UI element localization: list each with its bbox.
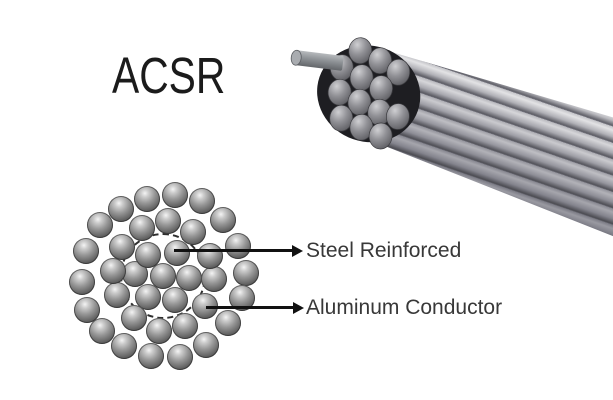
strand-sphere [135, 283, 162, 310]
strand-sphere [193, 332, 220, 359]
strand-sphere [145, 317, 172, 344]
strand-sphere [232, 259, 259, 286]
strand-sphere [120, 304, 147, 331]
strand-sphere [180, 218, 207, 245]
steel-core-end-cap [290, 49, 302, 66]
strand-sphere [72, 237, 99, 264]
strand-end [368, 122, 393, 150]
strand-end [386, 103, 410, 130]
strand-sphere [214, 309, 241, 336]
strand-sphere [224, 233, 251, 260]
strand-sphere [210, 207, 237, 234]
strand-sphere [201, 266, 228, 293]
strand-sphere [150, 263, 176, 289]
page-title: ACSR [112, 47, 226, 104]
strand-sphere [99, 257, 126, 284]
strand-sphere [188, 188, 215, 215]
strand-sphere [137, 342, 164, 369]
strand-sphere [68, 268, 95, 295]
strand-sphere [73, 296, 100, 323]
strand-sphere [134, 186, 161, 213]
strand-end [386, 58, 411, 86]
strand-sphere [121, 261, 148, 288]
strand-sphere [163, 240, 190, 267]
strand-sphere [110, 332, 137, 359]
aluminum-arrow-line [206, 306, 294, 309]
steel-arrowhead-icon [292, 245, 303, 257]
aluminum-arrowhead-icon [293, 302, 304, 314]
strand-sphere [172, 313, 199, 340]
strand-sphere [166, 344, 193, 371]
steel-core-rod [290, 49, 344, 71]
strand-sphere [107, 196, 134, 223]
strand-sphere [129, 215, 156, 242]
steel-core-boundary [120, 233, 206, 319]
strand-sphere [108, 234, 135, 261]
strand-sphere [161, 286, 188, 313]
cable-3d-svg [290, 37, 613, 270]
steel-label: Steel Reinforced [306, 239, 462, 262]
cable-body [341, 45, 613, 270]
strand-sphere [88, 317, 115, 344]
strand-sphere [155, 208, 182, 235]
cable-3d-render [280, 8, 613, 270]
steel-arrow-line [174, 249, 293, 252]
strand-sphere [196, 243, 223, 270]
strand-sphere [162, 182, 189, 209]
strand-sphere [103, 282, 130, 309]
cable-strand-bundle [290, 37, 613, 270]
aluminum-label: Aluminum Conductor [306, 296, 503, 319]
strand-sphere [134, 241, 161, 268]
strand-sphere [86, 212, 113, 239]
strand-sphere [175, 265, 202, 292]
